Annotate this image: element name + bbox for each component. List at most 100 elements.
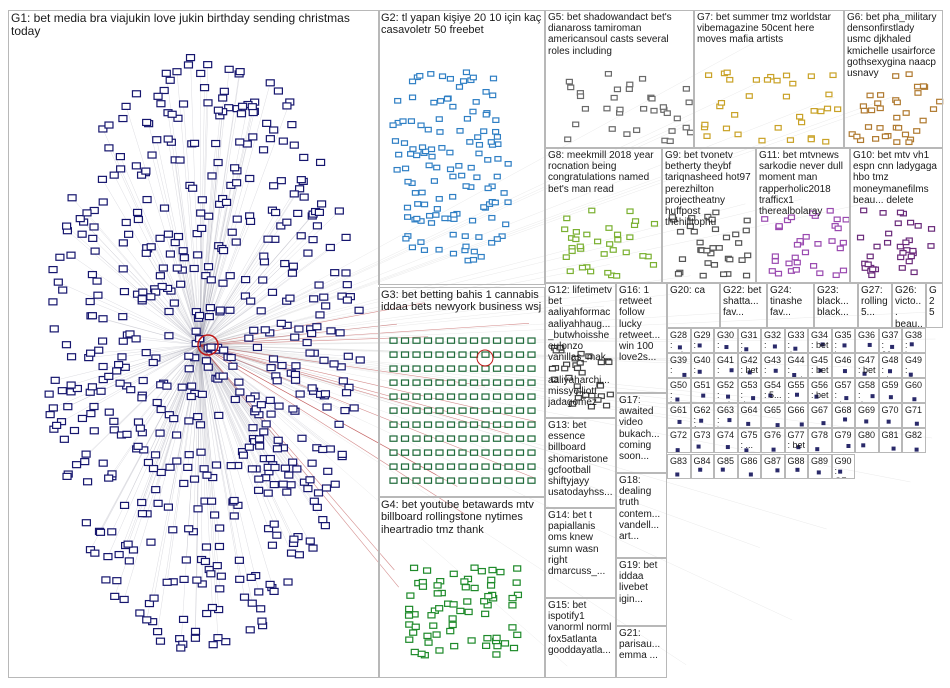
graph-node: [488, 214, 496, 221]
graph-node: [77, 230, 87, 238]
small-group-panel-label: G77: bet: [787, 430, 806, 451]
graph-node: [389, 407, 398, 414]
graph-node: [278, 480, 288, 488]
small-group-panel-label: G40: awa...: [693, 355, 711, 377]
graph-node: [115, 379, 125, 387]
graph-edge: [199, 225, 282, 346]
graph-edge: [199, 300, 251, 346]
graph-edge: [199, 314, 321, 346]
graph-node: [470, 564, 479, 571]
graph-node: [515, 435, 525, 442]
graph-node: [404, 612, 414, 619]
graph-node: [853, 133, 861, 140]
graph-node: [513, 631, 522, 639]
graph-node: [190, 634, 201, 642]
graph-node: [286, 549, 297, 557]
graph-node: [314, 281, 324, 289]
graph-node: [834, 225, 842, 232]
graph-node: [675, 397, 680, 402]
graph-node: [307, 459, 317, 467]
graph-node: [131, 162, 141, 170]
graph-edge: [199, 344, 203, 395]
graph-node: [469, 477, 479, 484]
graph-node: [475, 234, 483, 240]
small-group-panel: G56: bet: [808, 378, 832, 404]
graph-node: [238, 451, 248, 459]
graph-edge: [199, 210, 340, 346]
graph-node: [783, 217, 792, 224]
graph-node: [258, 276, 268, 284]
graph-node: [181, 556, 191, 564]
graph-node: [341, 233, 351, 242]
graph-edge: [199, 344, 208, 476]
graph-node: [720, 271, 728, 278]
graph-node: [299, 153, 309, 162]
graph-node: [482, 111, 490, 118]
graph-node: [48, 404, 58, 412]
graph-node: [436, 98, 445, 104]
graph-node: [191, 327, 201, 335]
graph-node: [142, 118, 152, 127]
graph-node: [342, 296, 352, 304]
group-panel-g20-label: G20: ca: [670, 285, 706, 296]
graph-edge: [100, 344, 201, 533]
graph-node: [469, 256, 478, 263]
small-group-panel: G51: [690, 378, 714, 404]
group-panel-g21-label: G21: parisau... emma ...: [619, 628, 661, 662]
graph-node: [284, 471, 294, 479]
graph-node: [400, 463, 410, 470]
graph-edge: [190, 57, 201, 346]
graph-node: [846, 443, 851, 448]
graph-edge: [196, 344, 201, 581]
graph-node: [192, 576, 202, 584]
graph-node: [742, 272, 751, 279]
graph-node: [504, 393, 513, 400]
graph-node: [441, 215, 449, 222]
graph-node: [305, 349, 315, 357]
graph-node: [118, 265, 128, 273]
graph-node: [556, 344, 564, 351]
graph-edge: [199, 344, 256, 397]
graph-node: [88, 234, 98, 242]
graph-node: [682, 372, 687, 377]
graph-edge: [199, 310, 262, 346]
graph-node: [816, 270, 824, 277]
graph-edge: [166, 73, 201, 346]
graph-node: [163, 503, 174, 511]
graph-node: [548, 365, 557, 372]
graph-node: [914, 222, 922, 229]
graph-node: [428, 153, 436, 160]
graph-node: [449, 173, 457, 180]
graph-node: [744, 448, 749, 453]
graph-node: [411, 190, 420, 196]
graph-node: [602, 402, 611, 409]
graph-node: [114, 360, 124, 369]
small-group-panel: G84: [690, 453, 714, 479]
graph-node: [435, 435, 444, 442]
graph-node: [118, 337, 128, 345]
group-panel-g3-label: G3: bet betting bahis 1 cannabis iddaa b…: [381, 289, 542, 314]
graph-node: [404, 214, 412, 220]
graph-node: [626, 208, 634, 215]
graph-node: [927, 243, 935, 249]
graph-node: [226, 353, 236, 362]
graph-node: [141, 249, 151, 257]
graph-node: [177, 383, 187, 391]
graph-node: [104, 121, 114, 129]
small-group-panel-label: G41: spor...: [717, 355, 735, 377]
graph-node: [417, 122, 425, 129]
graph-node: [320, 522, 330, 530]
graph-node: [303, 485, 313, 493]
graph-edge: [80, 218, 201, 346]
graph-node: [400, 140, 409, 146]
graph-edge: [199, 344, 328, 408]
graph-node: [267, 541, 278, 549]
graph-node: [449, 570, 458, 578]
graph-node: [690, 228, 698, 235]
small-group-panel-label: G84: [693, 455, 711, 466]
graph-node: [551, 376, 559, 383]
graph-node: [265, 396, 275, 404]
graph-node: [576, 243, 584, 250]
graph-node: [290, 333, 300, 341]
graph-node: [86, 410, 96, 418]
